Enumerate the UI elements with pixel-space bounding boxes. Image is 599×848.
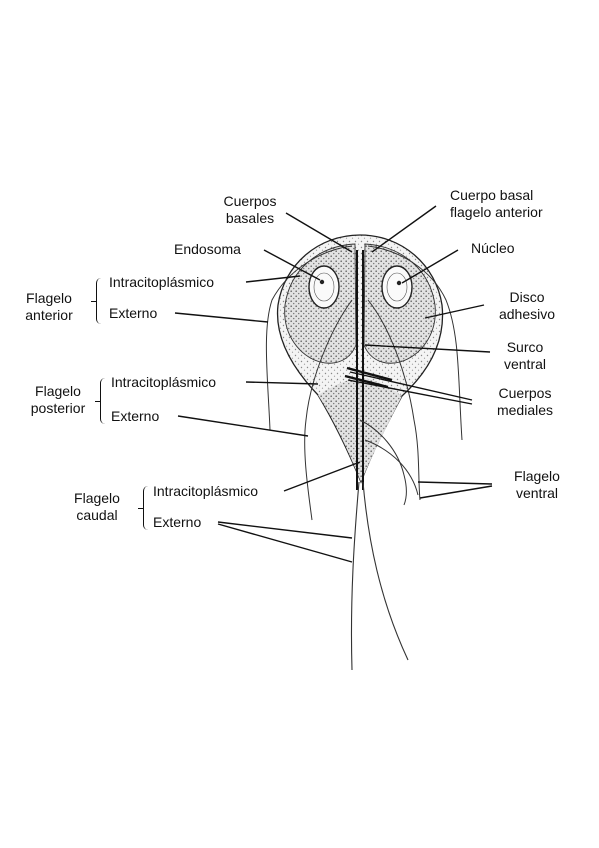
posterior-flagellum-left xyxy=(304,299,353,521)
ventral-groove xyxy=(318,378,402,482)
posterior-flagellum-right xyxy=(367,299,421,501)
caudal-flagellum-right xyxy=(362,481,409,661)
label-posterior-intracitoplasmico: Intracitoplásmico xyxy=(111,374,217,390)
label-anterior-externo: Externo xyxy=(109,305,158,321)
label-caudal-intracitoplasmico: Intracitoplásmico xyxy=(153,483,259,499)
right-nucleus xyxy=(381,265,413,309)
label-cuerpo-basal-flagelo-anterior: Cuerpo basal flagelo anterior xyxy=(450,187,543,220)
label-flagelo-anterior: Flagelo anterior xyxy=(25,290,73,323)
ventral-flagellum-left xyxy=(359,419,407,506)
left-endosome xyxy=(319,279,325,285)
label-surco-ventral: Surco ventral xyxy=(503,339,547,372)
brace-caudal xyxy=(138,486,150,530)
median-body-1 xyxy=(346,366,393,382)
right-endosome xyxy=(396,280,402,286)
label-cuerpos-mediales: Cuerpos mediales xyxy=(496,385,554,418)
brace-posterior xyxy=(95,378,107,424)
label-nucleo: Núcleo xyxy=(471,240,515,256)
leader-lines xyxy=(174,205,493,563)
ventral-flagellum-right xyxy=(364,439,419,496)
label-flagelo-posterior: Flagelo posterior xyxy=(30,383,86,416)
label-caudal-externo: Externo xyxy=(153,514,202,530)
label-flagelo-ventral: Flagelo ventral xyxy=(514,468,560,501)
label-flagelo-caudal: Flagelo caudal xyxy=(74,490,120,523)
label-anterior-intracitoplasmico: Intracitoplásmico xyxy=(109,274,215,290)
anterior-flagellum-left xyxy=(265,245,353,431)
label-endosoma: Endosoma xyxy=(174,241,241,257)
label-posterior-externo: Externo xyxy=(111,408,160,424)
left-nucleus xyxy=(308,265,340,309)
label-disco-adhesivo: Disco adhesivo xyxy=(498,289,556,322)
brace-anterior xyxy=(91,278,103,324)
label-cuerpos-basales: Cuerpos basales xyxy=(223,193,277,226)
caudal-flagellum-left xyxy=(350,481,360,671)
anterior-flagellum-right xyxy=(367,245,463,441)
median-body-2 xyxy=(344,374,389,389)
